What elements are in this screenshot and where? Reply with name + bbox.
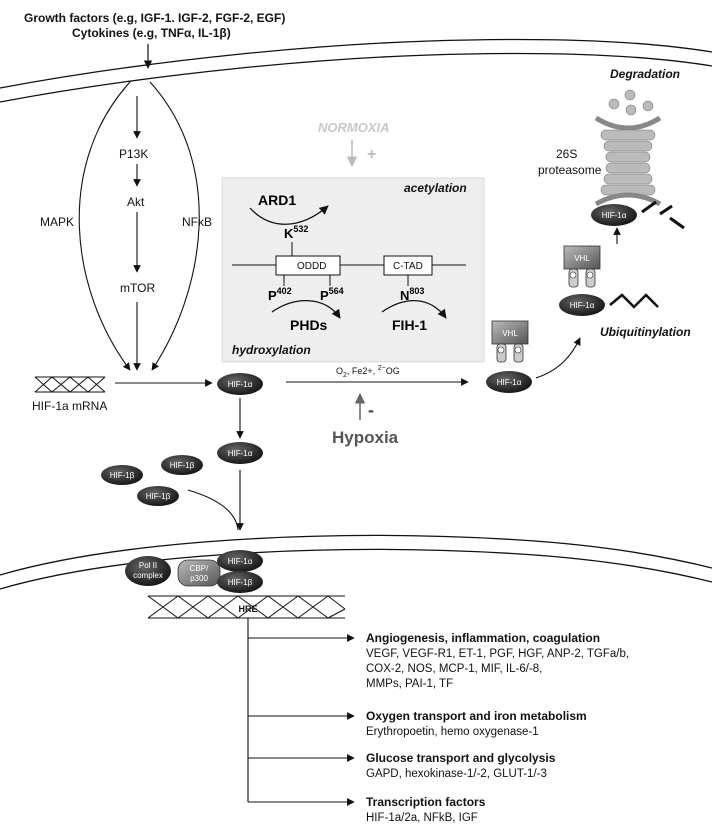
degradation-label: Degradation [610, 67, 680, 81]
dna-strand [147, 595, 346, 619]
outcome-line: COX-2, NOS, MCP-1, MIF, IL-6/-8, [366, 663, 542, 675]
normoxia-label: NORMOXIA [318, 120, 390, 135]
outcome-glucose-transport: Glucose transport and glycolysis GAPD, h… [366, 751, 556, 780]
mapk-label: MAPK [40, 215, 74, 229]
vhl-label-1: VHL [502, 329, 518, 338]
hif1a-nuclear-label: HIF-1α [228, 557, 253, 566]
cofactors-label: O2, Fe2+, 2−OG [336, 365, 400, 379]
hif1b-nuclear [217, 571, 263, 593]
hif1b-nuclear-label: HIF-1β [228, 578, 253, 587]
hif1b-oval-3 [137, 486, 179, 506]
pol2-label-1: Pol II [139, 561, 157, 570]
ubiquitin-arrow [535, 337, 581, 379]
hif1a-stable [217, 442, 263, 464]
hif1a-central [217, 373, 263, 395]
hif1b-merge-curve [187, 489, 239, 531]
mapk-curve [78, 81, 131, 371]
fih1-curve [381, 300, 447, 319]
ubiquitinylation-label: Ubiquitinylation [600, 325, 691, 339]
outcome-transcription-factors: Transcription factors HIF-1a/2a, NFkB, I… [366, 795, 486, 824]
outcome-oxygen-transport: Oxygen transport and iron metabolism Ery… [366, 709, 587, 738]
outcome-line: HIF-1a/2a, NFkB, IGF [366, 812, 478, 824]
nfkb-curve [149, 81, 200, 371]
hif1b-label-1: HIF-1β [110, 471, 135, 480]
pol2-label-2: complex [133, 571, 163, 580]
cbp-label-2: p300 [190, 574, 208, 583]
outcome-line: Erythropoetin, hemo oxygenase-1 [366, 726, 539, 738]
hif1a-mrna-strand [34, 376, 106, 393]
hypoxia-label: Hypoxia [332, 428, 399, 447]
outcome-title: Oxygen transport and iron metabolism [366, 709, 587, 723]
outcome-line: MMPs, PAI-1, TF [366, 678, 453, 690]
pol2-complex [125, 556, 171, 586]
cbp-label-1: CBP/ [190, 564, 209, 573]
outcome-title: Glucose transport and glycolysis [366, 751, 556, 765]
oddd-label: ODDD [297, 261, 326, 272]
proteasome-label-2: proteasome [538, 163, 602, 177]
hif1a-vhl-2 [559, 294, 605, 316]
acetylation-label: acetylation [404, 181, 467, 195]
hif1a-vhl-1 [486, 371, 532, 393]
p564-label: P564 [320, 286, 344, 303]
vhl-label-2: VHL [574, 254, 590, 263]
hre-label: HRE [238, 604, 257, 614]
hydroxylation-label: hydroxylation [232, 343, 311, 357]
cbp-p300 [177, 559, 221, 587]
pi3k-label: P13K [119, 147, 148, 161]
mrna-label: HIF-1a mRNA [32, 399, 107, 413]
proteasome-barrel [600, 129, 656, 196]
outcome-line: GAPD, hexokinase-1/-2, GLUT-1/-3 [366, 768, 547, 780]
hif1a-central-label: HIF-1α [228, 380, 253, 389]
proteasome-cap-top [594, 115, 662, 131]
proteasome-label-1: 26S [556, 147, 577, 161]
ubiquitin-chain-1 [609, 293, 659, 309]
growth-factors-label: Growth factors (e.g, IGF-1. IGF-2, FGF-2… [24, 11, 285, 25]
ubiquitin-fragments [641, 200, 685, 230]
proteasome-cap-bottom [594, 192, 662, 207]
hif1a-vhl-1-label: HIF-1α [497, 378, 522, 387]
outcome-title: Transcription factors [366, 795, 486, 809]
peptide-fragments [608, 89, 654, 116]
p402-label: P402 [268, 286, 292, 303]
hif1b-oval-2 [161, 455, 203, 475]
hif1a-degraded-label: HIF-1α [602, 211, 627, 220]
hif1a-vhl-2-label: HIF-1α [570, 301, 595, 310]
hypoxia-minus: - [368, 400, 374, 420]
mtor-label: mTOR [120, 281, 155, 295]
ard1-curve [249, 205, 329, 225]
outcome-line: VEGF, VEGF-R1, ET-1, PGF, HGF, ANP-2, TG… [366, 648, 629, 660]
hif1b-oval-1 [101, 465, 143, 485]
akt-label: Akt [127, 195, 145, 209]
normoxia-plus: + [367, 146, 376, 163]
oddd-domain [275, 255, 341, 276]
outcome-title: Angiogenesis, inflammation, coagulation [366, 631, 600, 645]
hif1a-nuclear [217, 550, 263, 572]
nuclear-membrane-inner [0, 548, 712, 590]
n803-label: N803 [400, 286, 424, 303]
phds-curve [271, 300, 341, 319]
hif1a-stable-label: HIF-1α [228, 449, 253, 458]
fih1-label: FIH-1 [392, 317, 427, 333]
nuclear-membrane-outer [0, 534, 712, 576]
cell-membrane-inner [0, 52, 712, 103]
nfkb-label: NFκB [182, 215, 212, 229]
ard1-label: ARD1 [258, 192, 296, 208]
hif1b-label-3: HIF-1β [146, 492, 171, 501]
hydroxylation-box [221, 177, 485, 363]
vhl-hif-complex-1: VHL [491, 320, 529, 363]
hif1b-label-2: HIF-1β [170, 461, 195, 470]
k532-label: K532 [284, 224, 308, 241]
outcome-angiogenesis: Angiogenesis, inflammation, coagulation … [366, 631, 629, 690]
cell-membrane-outer [0, 38, 712, 89]
ctad-label: C-TAD [393, 261, 423, 272]
cytokines-label: Cytokines (e.g, TNFα, IL-1β) [72, 26, 231, 40]
hif1a-degraded [591, 204, 637, 226]
phds-label: PHDs [290, 317, 328, 333]
vhl-hif-complex-2: VHL [563, 245, 601, 288]
